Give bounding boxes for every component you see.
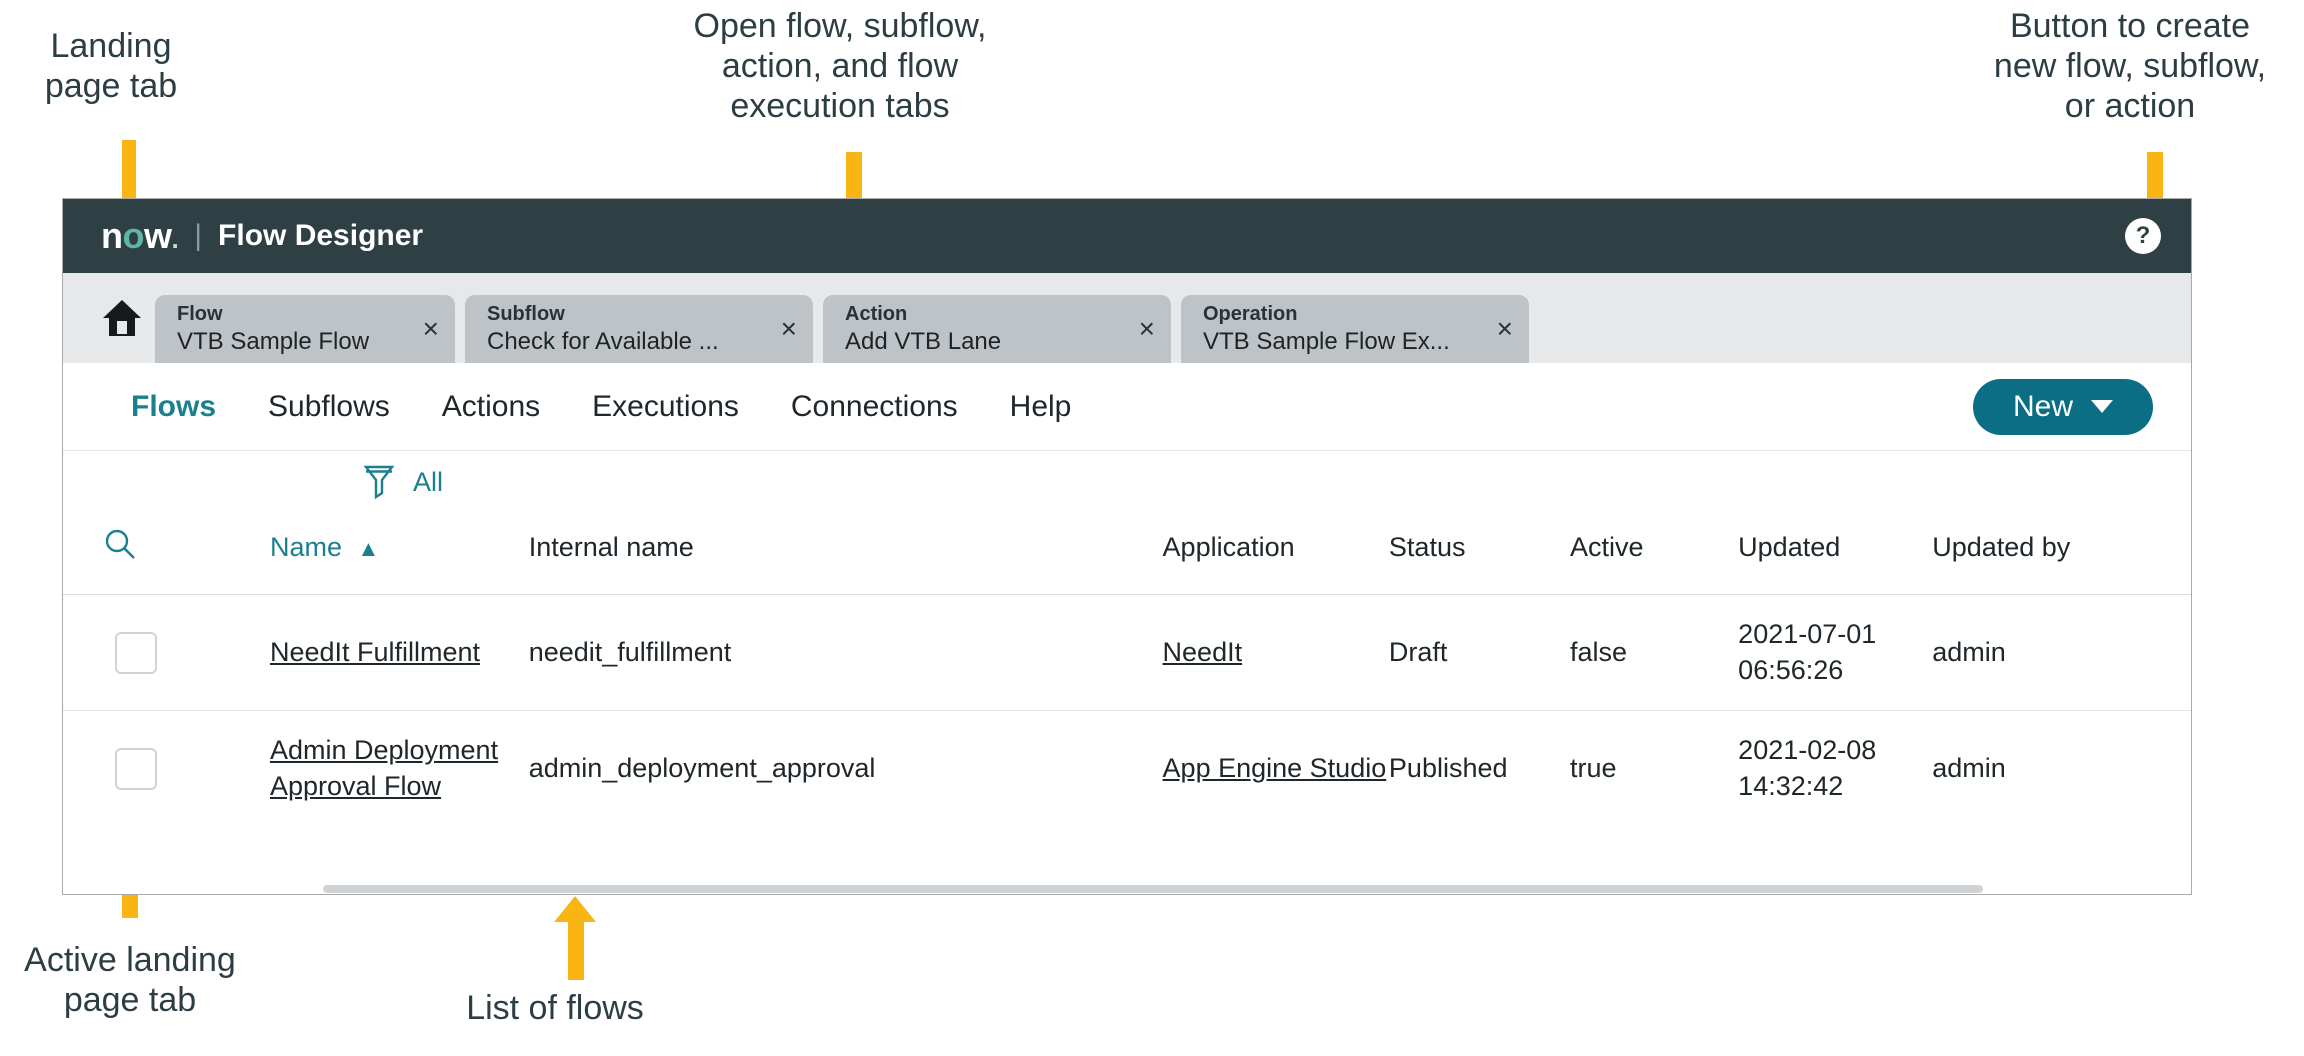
application-link[interactable]: App Engine Studio bbox=[1162, 753, 1387, 784]
tab-name-label: VTB Sample Flow Ex... bbox=[1203, 327, 1450, 355]
column-header-name-label: Name bbox=[269, 532, 342, 562]
logo-letter-n: n bbox=[101, 215, 123, 256]
column-header-status[interactable]: Status bbox=[1388, 513, 1571, 595]
flow-name-link[interactable]: Admin Deployment Approval Flow bbox=[269, 735, 499, 801]
tab-actions[interactable]: Actions bbox=[441, 389, 541, 423]
cell-internal-name: needit_fulfillment bbox=[528, 593, 1163, 711]
search-icon-cell[interactable] bbox=[63, 513, 270, 595]
close-icon[interactable]: × bbox=[780, 313, 797, 344]
row-checkbox-cell[interactable] bbox=[63, 710, 270, 827]
search-icon[interactable] bbox=[103, 527, 137, 561]
horizontal-scrollbar[interactable] bbox=[323, 885, 1983, 893]
app-title: Flow Designer bbox=[218, 219, 424, 252]
arrow-list-of-flows-shaft bbox=[568, 920, 584, 980]
application-link[interactable]: NeedIt bbox=[1162, 637, 1243, 668]
funnel-icon[interactable] bbox=[363, 463, 395, 501]
brand-separator: | bbox=[194, 219, 203, 252]
logo-letter-o: o bbox=[122, 215, 145, 256]
column-header-name[interactable]: Name ▲ bbox=[269, 513, 529, 595]
help-icon[interactable]: ? bbox=[2125, 218, 2161, 254]
flow-name-link[interactable]: NeedIt Fulfillment bbox=[269, 636, 481, 667]
tab-kind-label: Subflow bbox=[487, 302, 565, 325]
filter-label[interactable]: All bbox=[413, 466, 444, 497]
arrow-list-of-flows-head bbox=[554, 896, 596, 922]
new-button-label: New bbox=[2012, 389, 2073, 423]
cell-internal-name: admin_deployment_approval bbox=[528, 710, 1163, 827]
document-tab-action[interactable]: Action Add VTB Lane × bbox=[823, 295, 1171, 363]
column-header-internal-name[interactable]: Internal name bbox=[528, 513, 1163, 595]
landing-tabs-row: Flows Subflows Actions Executions Connec… bbox=[63, 363, 2191, 451]
tab-flows[interactable]: Flows bbox=[131, 389, 217, 423]
annotation-new-button: Button to create new flow, subflow, or a… bbox=[1993, 7, 2267, 126]
annotation-list-of-flows: List of flows bbox=[466, 989, 644, 1027]
tab-kind-label: Action bbox=[845, 302, 908, 325]
logo-letter-w: w bbox=[144, 215, 172, 256]
table-header-row: Name ▲ Internal name Application Status … bbox=[63, 513, 2191, 595]
filter-row: All bbox=[63, 451, 2191, 513]
cell-updated-by: admin bbox=[1932, 593, 2191, 711]
column-header-updated-by[interactable]: Updated by bbox=[1932, 513, 2191, 595]
close-icon[interactable]: × bbox=[422, 313, 439, 344]
cell-updated: 2021-07-01 06:56:26 bbox=[1738, 593, 1933, 711]
tab-name-label: Add VTB Lane bbox=[845, 327, 1002, 355]
tab-name-label: VTB Sample Flow bbox=[177, 327, 370, 355]
cell-application[interactable]: NeedIt bbox=[1162, 593, 1389, 711]
cell-status: Published bbox=[1388, 710, 1571, 827]
landing-tabs: Flows Subflows Actions Executions Connec… bbox=[101, 390, 1071, 424]
tab-executions[interactable]: Executions bbox=[592, 389, 739, 423]
cell-active: false bbox=[1570, 593, 1739, 711]
tab-connections[interactable]: Connections bbox=[790, 389, 958, 423]
logo-dot: . bbox=[171, 224, 179, 254]
row-checkbox[interactable] bbox=[115, 631, 157, 674]
cell-status: Draft bbox=[1388, 593, 1571, 711]
home-icon[interactable] bbox=[89, 273, 155, 363]
cell-updated: 2021-02-08 14:32:42 bbox=[1738, 710, 1933, 827]
document-tab-operation[interactable]: Operation VTB Sample Flow Ex... × bbox=[1181, 295, 1529, 363]
tab-name-label: Check for Available ... bbox=[487, 327, 719, 355]
arrow-landing-page-tab-shaft bbox=[122, 140, 136, 200]
table-row[interactable]: NeedIt Fulfillment needit_fulfillment Ne… bbox=[63, 593, 2191, 711]
tab-kind-label: Operation bbox=[1203, 302, 1298, 325]
column-header-updated[interactable]: Updated bbox=[1738, 513, 1933, 595]
close-icon[interactable]: × bbox=[1138, 313, 1155, 344]
tab-help[interactable]: Help bbox=[1009, 389, 1072, 423]
cell-updated-by: admin bbox=[1932, 710, 2191, 827]
chevron-down-icon bbox=[2091, 400, 2113, 413]
annotation-open-tabs: Open flow, subflow, action, and flow exe… bbox=[693, 7, 987, 126]
column-header-application[interactable]: Application bbox=[1162, 513, 1389, 595]
document-tab-subflow[interactable]: Subflow Check for Available ... × bbox=[465, 295, 813, 363]
column-header-active[interactable]: Active bbox=[1570, 513, 1739, 595]
row-checkbox-cell[interactable] bbox=[63, 593, 270, 711]
close-icon[interactable]: × bbox=[1496, 313, 1513, 344]
cell-name[interactable]: Admin Deployment Approval Flow bbox=[269, 710, 529, 827]
new-button[interactable]: New bbox=[1972, 378, 2153, 435]
annotation-landing-page-tab: Landing page tab bbox=[44, 27, 178, 106]
cell-name[interactable]: NeedIt Fulfillment bbox=[269, 593, 529, 711]
flows-table: Name ▲ Internal name Application Status … bbox=[63, 513, 2191, 827]
document-tab-flow[interactable]: Flow VTB Sample Flow × bbox=[155, 295, 455, 363]
document-tabs: Flow VTB Sample Flow × Subflow Check for… bbox=[155, 295, 1529, 363]
sort-ascending-icon: ▲ bbox=[357, 536, 380, 561]
row-checkbox[interactable] bbox=[115, 747, 157, 790]
table-row[interactable]: Admin Deployment Approval Flow admin_dep… bbox=[63, 710, 2191, 827]
cell-application[interactable]: App Engine Studio bbox=[1162, 710, 1389, 827]
tab-kind-label: Flow bbox=[177, 302, 223, 325]
cell-active: true bbox=[1570, 710, 1739, 827]
document-tab-strip: Flow VTB Sample Flow × Subflow Check for… bbox=[63, 273, 2191, 363]
annotation-active-landing-page-tab: Active landing page tab bbox=[24, 941, 236, 1020]
tab-subflows[interactable]: Subflows bbox=[268, 389, 390, 423]
